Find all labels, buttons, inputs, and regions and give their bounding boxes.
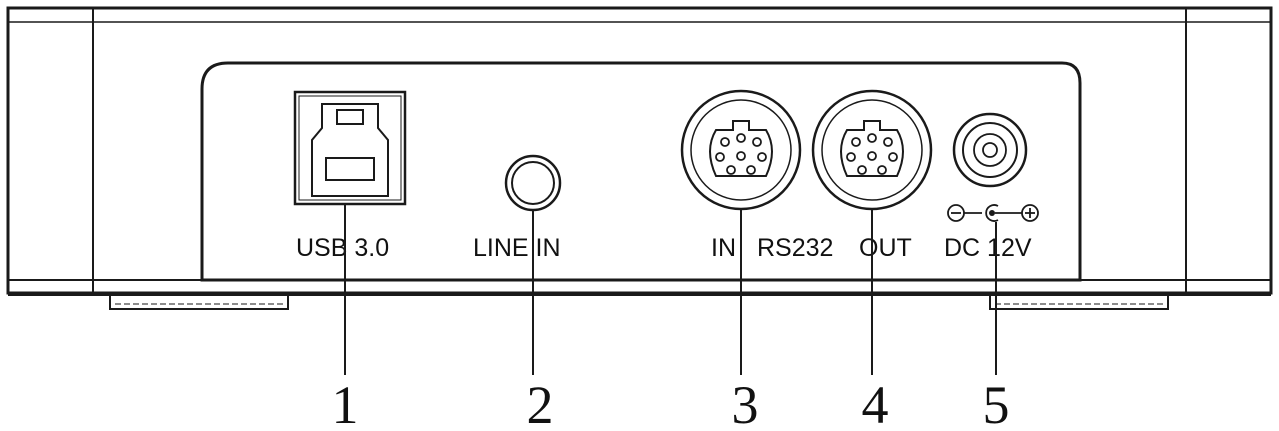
dc-power-jack — [952, 112, 1028, 188]
callout-5: 5 — [983, 375, 1010, 431]
rs232-in-port — [680, 89, 802, 211]
callout-1: 1 — [332, 375, 359, 431]
dc-polarity-symbol — [947, 204, 1039, 222]
callout-2: 2 — [527, 375, 554, 431]
rs232-in-pins — [715, 133, 767, 175]
callout-4: 4 — [862, 375, 889, 431]
label-usb-3: USB 3.0 — [296, 234, 389, 262]
label-rs232: RS232 — [757, 234, 833, 262]
label-dc-12v: DC 12V — [944, 234, 1032, 262]
device-feet — [109, 294, 1169, 310]
rs232-out-pins — [846, 133, 898, 175]
line-in-jack — [504, 154, 562, 212]
usb-3-port — [293, 90, 407, 206]
label-line-in: LINE IN — [473, 234, 561, 262]
rear-panel — [200, 61, 1082, 282]
device-housing — [6, 6, 1273, 296]
leader-lines — [344, 204, 997, 375]
rs232-out-port — [811, 89, 933, 211]
label-rs232-out: OUT — [859, 234, 912, 262]
label-rs232-in: IN — [711, 234, 736, 262]
callout-3: 3 — [732, 375, 759, 431]
